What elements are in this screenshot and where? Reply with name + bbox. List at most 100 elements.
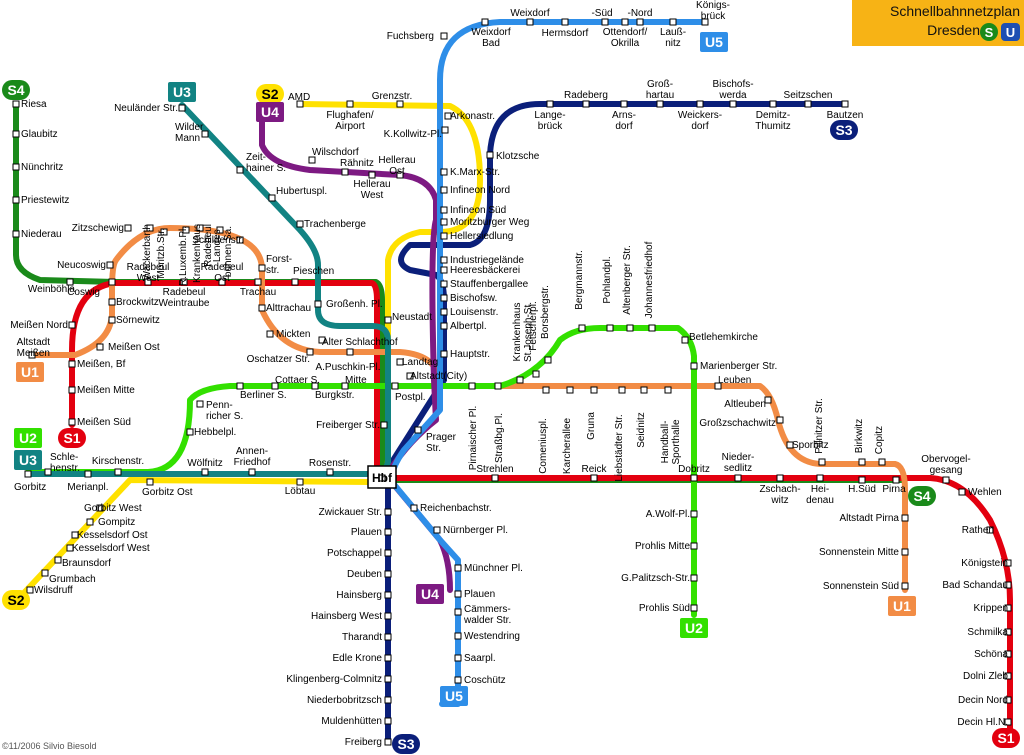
stop-pirnaischer[interactable] xyxy=(468,382,476,390)
stop-krippen[interactable] xyxy=(1004,604,1012,612)
station-label-hainsberg-west[interactable]: Hainsberg West xyxy=(311,611,382,622)
stop-hainsberg-west[interactable] xyxy=(384,612,392,620)
stop-bad-schandau[interactable] xyxy=(1004,581,1012,589)
station-label-radeberg[interactable]: Radeberg xyxy=(564,90,608,101)
stop-hebbelpl[interactable] xyxy=(186,428,194,436)
stop-niederau[interactable] xyxy=(12,230,20,238)
stop-fetscherpl[interactable] xyxy=(532,370,540,378)
station-label-loebtau[interactable]: Löbtau xyxy=(285,486,316,497)
stop-cottaer[interactable] xyxy=(271,382,279,390)
stop-pillnitzer[interactable] xyxy=(818,458,826,466)
stop-borsbergstr[interactable] xyxy=(544,356,552,364)
station-label-riesa[interactable]: Riesa xyxy=(21,99,47,110)
station-label-bischofsw[interactable]: Bischofsw. xyxy=(450,293,497,304)
station-label-dobritz[interactable]: Dobritz xyxy=(678,464,710,475)
station-label-wilsdruff[interactable]: Wilsdruff xyxy=(34,585,73,596)
stop-prager[interactable] xyxy=(414,426,422,434)
stop-coswig[interactable] xyxy=(108,278,116,286)
station-label-gruna[interactable]: Gruna xyxy=(586,412,597,440)
line-badge-S2-top[interactable]: S2 xyxy=(256,84,284,104)
stop-ottendorf[interactable] xyxy=(621,18,629,26)
station-label-glaubitz[interactable]: Glaubitz xyxy=(21,129,58,140)
station-label-sonnenstein-mitte[interactable]: Sonnenstein Mitte xyxy=(819,547,899,558)
station-label-oschatzer[interactable]: Oschatzer Str. xyxy=(247,354,310,365)
stop-dolni-zleb[interactable] xyxy=(1004,672,1012,680)
station-label-altenberger[interactable]: Altenberger Str. xyxy=(622,245,633,314)
station-label-seidnitz[interactable]: Seidnitz xyxy=(636,412,647,448)
stop-reichenbachstr[interactable] xyxy=(410,504,418,512)
station-label-coswig[interactable]: Coswig xyxy=(67,287,100,298)
station-label-caemmerswalder[interactable]: Cämmers-walder Str. xyxy=(463,604,511,626)
stop-marienberger[interactable] xyxy=(690,362,698,370)
stop-wilsdruff[interactable] xyxy=(26,586,34,594)
stop-annenfriedhof[interactable] xyxy=(248,468,256,476)
station-label-priestewitz[interactable]: Priestewitz xyxy=(21,195,69,206)
stop-strehlen[interactable] xyxy=(491,474,499,482)
station-label-raehnitz[interactable]: Rähnitz xyxy=(340,158,374,169)
station-label-krankenhaus-radebeul[interactable]: KrankenhausRadebeul xyxy=(192,224,214,283)
stop-heeresbaeckerei[interactable] xyxy=(440,266,448,274)
station-label-langebrueck[interactable]: Lange-brück xyxy=(534,110,565,132)
stop-koenigstein[interactable] xyxy=(1004,559,1012,567)
stop-niedersedlitz[interactable] xyxy=(734,474,742,482)
station-label-heeresbaeckerei[interactable]: Heeresbäckerei xyxy=(450,265,520,276)
station-label-bischofswerda[interactable]: Bischofs-werda xyxy=(712,79,753,101)
stop-ottendorf-sued[interactable] xyxy=(601,18,609,26)
stop-hainsberg[interactable] xyxy=(384,591,392,599)
stop-pieschen[interactable] xyxy=(291,278,299,286)
station-label-gorbitz-west[interactable]: Gorbitz West xyxy=(84,503,142,514)
station-label-meissen-nord[interactable]: Meißen Nord xyxy=(10,320,68,331)
station-label-handballsporthalle[interactable]: Handball-Sporthalle xyxy=(660,419,682,464)
station-label-dolni-zleb[interactable]: Dolni Zleb xyxy=(963,671,1008,682)
station-label-arkonastr[interactable]: Arkonastr. xyxy=(450,111,495,122)
station-label-hbf[interactable]: Hbf xyxy=(372,471,393,485)
station-label-weinboehla[interactable]: Weinböhla xyxy=(28,284,76,295)
stop-forststr[interactable] xyxy=(258,264,266,272)
stop-prohlis-sued[interactable] xyxy=(690,604,698,612)
stop-hermsdorf[interactable] xyxy=(561,18,569,26)
station-label-pieschen[interactable]: Pieschen xyxy=(293,266,334,277)
stop-hauptstr[interactable] xyxy=(440,350,448,358)
stop-fuchsberg[interactable] xyxy=(440,32,448,40)
stop-klotzsche[interactable] xyxy=(486,151,494,159)
station-label-sonnenstein-sued[interactable]: Sonnenstein Süd xyxy=(823,581,899,592)
station-label-schoena[interactable]: Schöna xyxy=(974,649,1008,660)
station-label-altstadt-city[interactable]: Altstadt(City) xyxy=(410,371,467,382)
stop-freiberg[interactable] xyxy=(384,738,392,746)
stop-wehlen[interactable] xyxy=(958,488,966,496)
line-badge-S3-top[interactable]: S3 xyxy=(830,120,858,140)
stop-weixdorf-bad[interactable] xyxy=(481,18,489,26)
stop-meissen-nord[interactable] xyxy=(68,321,76,329)
station-label-zschachwitz[interactable]: Zschach-witz xyxy=(759,484,800,506)
stop-woelfnitz[interactable] xyxy=(201,468,209,476)
station-label-tharandt[interactable]: Tharandt xyxy=(342,632,382,643)
station-label-meissen-mitte[interactable]: Meißen Mitte xyxy=(77,385,135,396)
station-label-neustadt[interactable]: Neustadt xyxy=(392,312,432,323)
station-label-kesselsdorf-west[interactable]: Kesselsdorf West xyxy=(72,543,150,554)
stop-zeithainer[interactable] xyxy=(236,166,244,174)
stop-louisenstr[interactable] xyxy=(440,308,448,316)
station-label-woelfnitz[interactable]: Wölfnitz xyxy=(187,458,223,469)
stop-krankenhaus-st-joseph[interactable] xyxy=(516,376,524,384)
stop-grenzstr[interactable] xyxy=(396,100,404,108)
stop-pohlandpl[interactable] xyxy=(606,324,614,332)
stop-prohlis-mitte[interactable] xyxy=(690,542,698,550)
station-label-gompitz[interactable]: Gompitz xyxy=(98,517,135,528)
stop-zwickauer[interactable] xyxy=(384,508,392,516)
stop-krankenhaus-radebeul[interactable] xyxy=(196,224,204,232)
stop-seidnitz[interactable] xyxy=(640,386,648,394)
stop-klingenberg[interactable] xyxy=(384,675,392,683)
line-badge-U2-left[interactable]: U2 xyxy=(14,428,42,448)
stop-leuben[interactable] xyxy=(714,382,722,390)
stop-kesselsdorf-ost[interactable] xyxy=(71,531,79,539)
stop-ottendorf-nord[interactable] xyxy=(636,18,644,26)
station-label-koenigsbrueck[interactable]: Königs-brück xyxy=(696,0,730,22)
station-label-meissen-sued[interactable]: Meißen Süd xyxy=(77,417,131,428)
station-label-berliner[interactable]: Berliner S. xyxy=(240,390,287,401)
station-label-pillnitzer[interactable]: Pillnitzer Str. xyxy=(814,398,825,454)
stop-nuenchritz[interactable] xyxy=(12,163,20,171)
